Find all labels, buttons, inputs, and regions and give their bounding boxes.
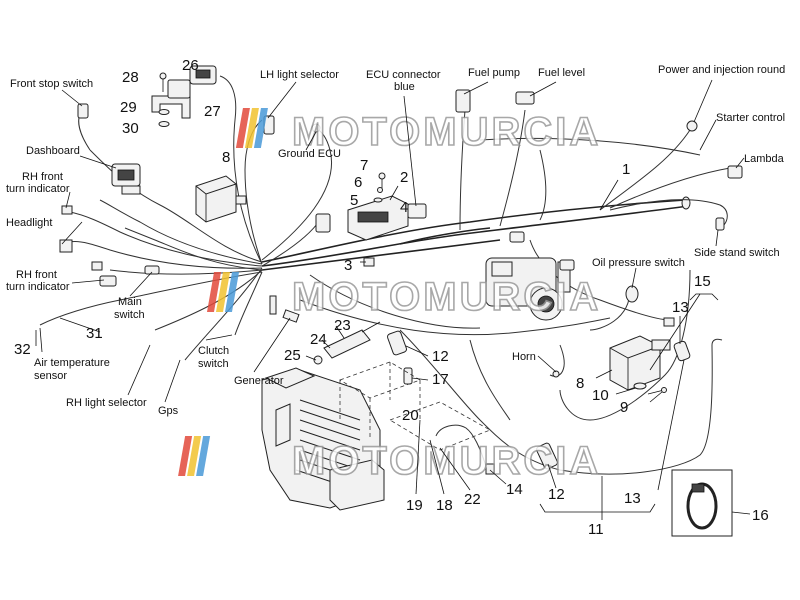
part-number-8-left: 8: [222, 149, 230, 166]
label-clutch-switch-b: switch: [198, 358, 229, 370]
label-rh-front-turn-indicator-1a: RH front: [22, 171, 63, 183]
label-fuel-pump: Fuel pump: [468, 67, 520, 79]
watermark-stripe: [235, 108, 250, 148]
part-number-30: 30: [122, 120, 139, 137]
part-number-18: 18: [436, 497, 453, 514]
part-number-8-right: 8: [576, 375, 584, 392]
part-number-25: 25: [284, 347, 301, 364]
right-connectors-part: [552, 120, 743, 378]
label-rh-front-turn-indicator-2b: turn indicator: [6, 281, 70, 293]
part-number-11: 11: [588, 521, 604, 538]
harness-branches-right: [299, 109, 731, 475]
watermark-text: MOTOMURCIA: [292, 110, 601, 154]
label-generator: Generator: [234, 375, 284, 387]
label-rh-front-turn-indicator-2a: RH front: [16, 269, 57, 281]
part-number-12-lower: 12: [548, 486, 565, 503]
part-number-1: 1: [622, 161, 630, 178]
watermark-bottom: MOTOMURCIA: [178, 436, 601, 484]
watermark-stripe: [224, 272, 240, 312]
label-clutch-switch-a: Clutch: [198, 345, 229, 357]
part-number-5: 5: [350, 192, 358, 209]
part-number-7: 7: [360, 157, 368, 174]
watermark-stripe: [215, 272, 231, 312]
throttle-body-part: [485, 231, 575, 321]
part-number-31: 31: [86, 325, 103, 342]
part-number-26: 26: [182, 57, 199, 74]
label-power-injection-round: Power and injection round: [658, 64, 785, 76]
label-front-stop-switch: Front stop switch: [10, 78, 93, 90]
generator-connector-part: [269, 295, 300, 323]
part-number-2: 2: [400, 169, 408, 186]
part-number-3: 3: [344, 257, 352, 274]
relay-8-right-part: [609, 335, 671, 395]
watermark-text: MOTOMURCIA: [292, 275, 601, 319]
label-oil-pressure-switch: Oil pressure switch: [592, 257, 685, 269]
watermark-stripe: [206, 272, 222, 312]
fuel-connectors-part: [455, 89, 535, 113]
engine-block-part: [261, 367, 385, 511]
dashed-box-18-22: [339, 361, 495, 475]
label-lambda: Lambda: [744, 153, 785, 165]
label-ecu-connector-a: ECU connector: [366, 69, 441, 81]
label-headlight: Headlight: [6, 217, 52, 229]
label-dashboard: Dashboard: [26, 145, 80, 157]
label-air-temperature-b: sensor: [34, 370, 67, 382]
front-stop-switch-part: [77, 103, 89, 119]
part-number-4: 4: [400, 199, 408, 216]
ecu-part: [315, 172, 427, 267]
part-number-32: 32: [14, 341, 31, 358]
group-brackets: [539, 293, 719, 513]
relay-8-left-part: [195, 175, 247, 223]
watermark-top: MOTOMURCIA: [235, 108, 601, 155]
label-gps: Gps: [158, 405, 179, 417]
watermark-stripe: [178, 436, 193, 476]
label-rh-front-turn-indicator-1b: turn indicator: [6, 183, 70, 195]
parts-23-25: [313, 321, 381, 365]
part-number-10: 10: [592, 387, 609, 404]
text-labels: Front stop switch Dashboard RH front tur…: [6, 64, 785, 417]
dashboard-connector-part: [59, 163, 160, 287]
part-numbers: 1 2 3 4 5 6 7 8 8 9 10 11 12 12 13 13 14…: [14, 57, 769, 538]
watermark-text: MOTOMURCIA: [292, 439, 601, 483]
part-number-20: 20: [402, 407, 419, 424]
part-number-17: 17: [432, 371, 449, 388]
sensor-13-12-part: [536, 340, 691, 470]
part-number-12-center: 12: [432, 348, 449, 365]
bracket-relay-part: [151, 65, 217, 127]
watermark-stripe: [196, 436, 211, 476]
part-number-22: 22: [464, 491, 481, 508]
clip-16-part: [671, 469, 733, 537]
part-number-6: 6: [354, 174, 362, 191]
watermark-stripe: [187, 436, 202, 476]
label-lh-light-selector: LH light selector: [260, 69, 339, 81]
label-main-switch-a: Main: [118, 296, 142, 308]
part-number-29: 29: [120, 99, 137, 116]
watermark-stripe: [253, 108, 268, 148]
label-horn: Horn: [512, 351, 536, 363]
label-side-stand-switch: Side stand switch: [694, 247, 780, 259]
watermark-stripe: [244, 108, 259, 148]
part-number-9: 9: [620, 399, 628, 416]
label-fuel-level: Fuel level: [538, 67, 585, 79]
part-number-27: 27: [204, 103, 221, 120]
part-number-16: 16: [752, 507, 769, 524]
part-number-15: 15: [694, 273, 711, 290]
label-ground-ecu: Ground ECU: [278, 148, 341, 160]
label-rh-light-selector: RH light selector: [66, 397, 147, 409]
leader-lines: [35, 79, 751, 520]
watermark-mid: MOTOMURCIA: [206, 272, 601, 320]
label-air-temperature-a: Air temperature: [34, 357, 110, 369]
label-starter-control: Starter control: [716, 112, 785, 124]
label-ecu-connector-b: blue: [394, 81, 415, 93]
label-main-switch-b: switch: [114, 309, 145, 321]
part-number-23: 23: [334, 317, 351, 334]
part-number-13-lower: 13: [624, 490, 641, 507]
part-number-13-upper: 13: [672, 299, 689, 316]
part-number-24: 24: [310, 331, 327, 348]
part-number-28: 28: [122, 69, 139, 86]
part-number-14: 14: [506, 481, 523, 498]
part-number-19: 19: [406, 497, 423, 514]
